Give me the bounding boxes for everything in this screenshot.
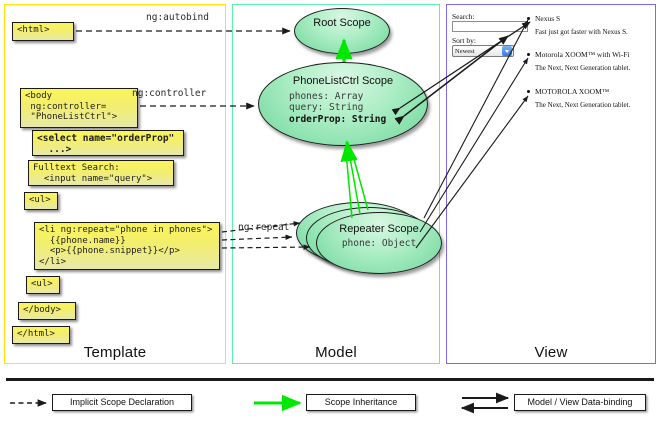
- column-template: [4, 4, 226, 364]
- phonelistctrl-scope-props: phones: Array query: String orderProp: S…: [259, 91, 427, 125]
- view-pane: Search: Sort by: Newest Nexus S Fast jus…: [452, 10, 652, 130]
- code-box-body-close: </body>: [18, 302, 76, 320]
- legend: Implicit Scope Declaration Scope Inherit…: [0, 378, 660, 421]
- phone-snippet: Fast just got faster with Nexus S.: [535, 28, 628, 36]
- scope-props-plain: phones: Array query: String: [289, 91, 364, 114]
- code-box-html-open: <html>: [12, 22, 74, 41]
- phone-snippet: The Next, Next Generation tablet.: [535, 64, 631, 72]
- arrow-label-controller: ng:controller: [132, 88, 207, 99]
- phone-name: Nexus S: [526, 14, 654, 23]
- code-box-li-repeat: <li ng:repeat="phone in phones"> {{phone…: [34, 222, 220, 270]
- root-scope-title: Root Scope: [313, 17, 371, 29]
- phone-name: Motorola XOOM™ with Wi-Fi: [526, 50, 654, 59]
- code-box-body-open: <body ng:controller= "PhoneListCtrl">: [20, 88, 138, 128]
- legend-divider: [6, 378, 654, 381]
- repeater-scope-title: Repeater Scope: [339, 223, 419, 235]
- list-item: Motorola XOOM™ with Wi-Fi The Next, Next…: [526, 50, 654, 72]
- scope-props-bold: orderProp: String: [289, 113, 387, 125]
- column-model: [232, 4, 440, 364]
- search-label: Search:: [452, 12, 475, 21]
- search-input[interactable]: [452, 21, 528, 32]
- arrow-label-autobind: ng:autobind: [146, 12, 209, 23]
- phone-snippet: The Next, Next Generation tablet.: [535, 101, 631, 109]
- repeater-scope-ellipse: Repeater Scope phone: Object: [316, 212, 442, 274]
- list-item: MOTOROLA XOOM™ The Next, Next Generation…: [526, 87, 654, 109]
- code-box-search-input: Fulltext Search: <input name="query">: [28, 160, 174, 186]
- legend-label-implicit: Implicit Scope Declaration: [52, 394, 192, 411]
- code-box-ul-open: <ul>: [24, 192, 58, 210]
- root-scope-ellipse: Root Scope: [294, 8, 390, 54]
- legend-label-inheritance: Scope Inheritance: [306, 394, 416, 411]
- list-item: Nexus S Fast just got faster with Nexus …: [526, 14, 654, 36]
- chevron-down-icon[interactable]: [502, 46, 512, 56]
- phone-name: MOTOROLA XOOM™: [526, 87, 654, 96]
- legend-label-databinding: Model / View Data-binding: [514, 394, 646, 411]
- phonelistctrl-scope-title: PhoneListCtrl Scope: [292, 75, 394, 87]
- sort-by-label: Sort by:: [452, 36, 476, 45]
- code-box-html-close: </html>: [12, 326, 70, 344]
- column-label-view: View: [534, 344, 568, 361]
- code-box-select: <select name="orderProp" ...>: [32, 130, 184, 156]
- repeater-scope-props: phone: Object: [341, 238, 417, 250]
- phonelistctrl-scope-ellipse: PhoneListCtrl Scope phones: Array query:…: [258, 62, 428, 146]
- arrow-label-repeat: ng:repeat: [238, 222, 290, 233]
- column-label-model: Model: [315, 344, 357, 361]
- code-box-ul-close: <ul>: [26, 276, 60, 294]
- column-label-template: Template: [83, 344, 147, 361]
